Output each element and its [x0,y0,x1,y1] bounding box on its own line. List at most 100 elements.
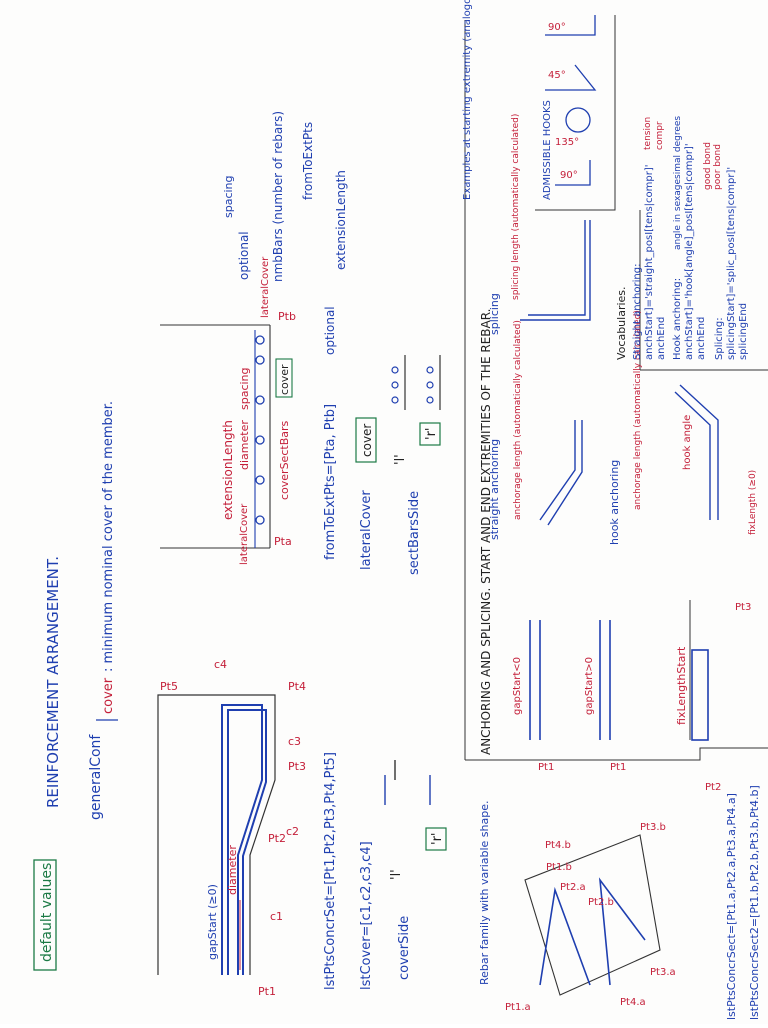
lst-cover: lstCover=[c1,c2,c3,c4] [359,841,374,990]
cover-side-r: 'r' [430,833,445,846]
concrete-section-outline [157,694,276,975]
angle-45: 45° [548,70,566,81]
right-pt1-a: Pt1 [538,762,554,773]
gap-examples [529,600,709,741]
straight-anchoring-label: straight anchoring [488,439,501,540]
bar-circles [255,335,265,525]
lateral-cover-right-label: lateralCover [260,256,271,318]
vocab-splicing-end: splicingEnd [738,303,749,360]
gap-start-label: gapStart (≥0) [206,884,219,960]
vocab-splicing: Splicing: [714,317,725,360]
vocab-straight-start: anchStart]='straight_posI[tens|compr]' [644,165,655,361]
middle-diameter-label: diameter [238,420,251,470]
family-point-labels: Pt1.a Pt1.b Pt2.a Pt2.b Pt3.a Pt3.b Pt4.… [505,822,676,1013]
hook-angles-sketch [545,15,597,186]
cover-side-sketch [384,760,431,805]
gap-neg-label: gapStart<0 [512,657,523,715]
right-pt1-b: Pt1 [610,762,626,773]
left-point-labels: Pt1 Pt2 Pt3 Pt4 Pt5 [160,680,306,998]
pos-good: good bond [703,142,713,190]
splicing-length-label: splicing length (automatically calculate… [511,114,521,300]
rebar-family-label: Rebar family with variable shape. [478,800,491,985]
angle-135: 135° [555,137,579,148]
default-values-label: default values [39,863,55,962]
angle-90b: 90° [548,22,566,33]
pt1b-label: Pt1.b [546,862,572,873]
cover-description: : minimum nominal cover of the member. [101,401,116,672]
c2-label: c2 [286,825,299,838]
pt1a-label: Pt1.a [505,1002,531,1013]
splicing-sketch [520,220,591,321]
pts-concr-set: lstPtsConcrSet=[Pt1,Pt2,Pt3,Pt4,Pt5] [323,752,338,990]
pt1-label: Pt1 [258,985,276,998]
examples-note: Examples at starting extremity (analogou… [462,0,473,200]
admissible-hooks-title: ADMISSIBLE HOOKS [542,100,553,200]
reinforcement-title: REINFORCEMENT ARRANGEMENT. [44,556,62,808]
vocab-straight: Straight anchoring: [632,264,643,360]
splicing-label: splicing [488,293,501,335]
straight-anchor-sketch [539,420,583,526]
pos-poor: poor bond [713,144,723,190]
vocab-hook-start: anchStart]='hook[angle]_posI[tens|compr]… [684,143,695,360]
hook-anchoring-label: hook anchoring [608,460,621,545]
vocab-hook-angle: angle in sexagesimal degrees [673,116,683,250]
vocab-straight-end: anchEnd [656,317,667,360]
vocab-splicing-start: splicingStart]='splic_posI[tens|compr]' [726,167,737,360]
cover-side-l: 'l' [389,869,404,880]
hook-angle-label: hook angle [682,415,693,470]
extension-length-label: extensionLength [221,420,235,520]
concr-sect-1: lstPtsConcrSect=[Pt1.a,Pt2.a,Pt3.a,Pt4.a… [725,793,738,1020]
ptb-label: Ptb [278,310,296,323]
right-pt2-a: Pt2 [705,782,721,793]
middle-spacing-label: spacing [238,367,251,410]
c3-label: c3 [288,735,301,748]
pt2b-label: Pt2.b [588,897,614,908]
anchor-length-label: anchorage length (automatically calculat… [513,320,523,520]
fix-length-auto-label: fixLength (≥0) [748,470,758,535]
anchoring-title: ANCHORING AND SPLICING. START AND END EX… [479,309,493,755]
cover-key: cover [101,677,116,714]
from-to-list: fromToExtPts=[Pta, Ptb] [323,404,338,560]
lateral-cover-box: cover [360,424,374,457]
concr-sect-2: lstPtsConcrSect2=[Pt1.b,Pt2.b,Pt3.b,Pt4.… [748,785,761,1020]
sect-side-r: 'r' [424,428,439,441]
lateral-cover-key: lateralCover [359,490,374,570]
pt2-label: Pt2 [268,832,286,845]
side-bars-sketch [391,355,441,410]
cover-labels: c1 c2 c3 c4 [214,658,301,923]
pt4a-label: Pt4.a [620,997,646,1008]
hook-sketch [674,384,719,520]
hook-auto-label: anchorage length (automatically calculat… [633,310,643,510]
cover-sect-bars-label: coverSectBars [278,421,291,500]
tens-label: tension [643,117,653,150]
vocab-hook: Hook anchoring: [672,278,683,360]
general-config-label: generalConf [88,734,104,820]
section-bars-sketch [160,324,271,549]
rebar-path [221,704,267,975]
pt4b-label: Pt4.b [545,840,571,851]
pta-label: Pta [274,535,292,548]
sect-side-l: 'l' [393,454,408,465]
lateral-cover-label: lateralCover [239,503,250,565]
from-to-ext-label: fromToExtPts [301,122,315,200]
pt3a-label: Pt3.a [650,967,676,978]
fix-length-label: fixLengthStart [675,646,688,725]
pt5-label: Pt5 [160,680,178,693]
pt4-label: Pt4 [288,680,306,693]
pt3-label: Pt3 [288,760,306,773]
anchoring-frame [464,15,768,761]
optional-label: optional [237,231,251,280]
c4-label: c4 [214,658,227,671]
right-pt3-a: Pt3 [735,602,751,613]
pt3b-label: Pt3.b [640,822,666,833]
dimension-gap-start: gapStart (≥0) [206,884,241,970]
c1-label: c1 [270,910,283,923]
cover-box-label: cover [278,364,291,395]
optional-2-label: optional [323,306,337,355]
sect-bars-side: sectBarsSide [407,491,422,575]
pt2a-label: Pt2.a [560,882,586,893]
gap-pos-label: gapStart>0 [584,657,595,715]
diameter-label: diameter [226,845,239,895]
